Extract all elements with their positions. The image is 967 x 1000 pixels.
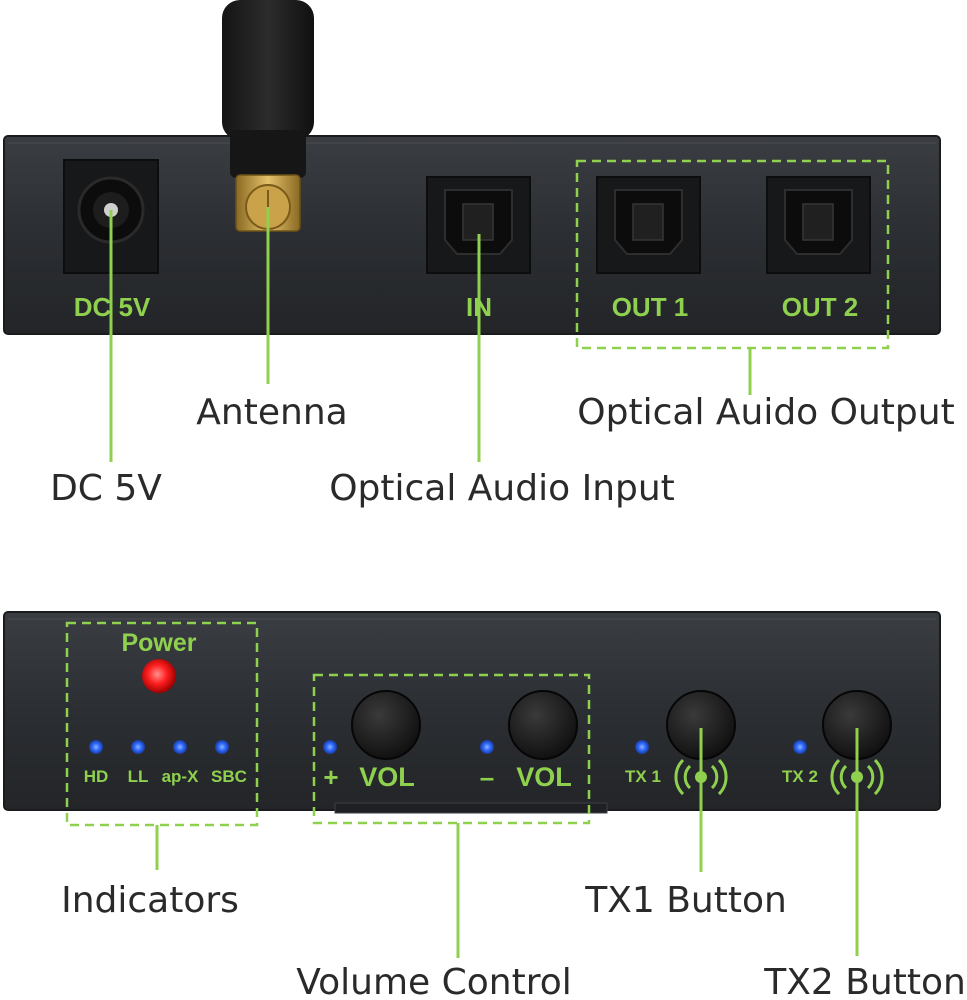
- led-vol-plus: [323, 740, 337, 754]
- callout-optical-output: Optical Auido Output: [577, 392, 954, 433]
- vol-plus-label: VOL: [359, 762, 415, 792]
- led-tx1: [635, 740, 649, 754]
- vol-minus-button[interactable]: [508, 690, 578, 760]
- out1-port-label: OUT 1: [612, 292, 689, 322]
- codec-label-ll: LL: [128, 767, 149, 786]
- front-callout-lines: [155, 728, 859, 958]
- tx1-label: TX 1: [625, 767, 661, 786]
- callout-indicators: Indicators: [61, 880, 239, 921]
- callout-tx1-button: TX1 Button: [584, 880, 787, 921]
- codec-label-apx: ap-X: [162, 767, 200, 786]
- led-sbc: [215, 740, 229, 754]
- tx2-label: TX 2: [782, 767, 818, 786]
- rear-panel: DC 5V IN OUT 1 OUT 2: [3, 0, 941, 350]
- volume-highlight-box: [312, 673, 591, 825]
- out2-port-label: OUT 2: [782, 292, 859, 322]
- tx1-wireless-icon: [674, 758, 728, 796]
- led-ll: [131, 740, 145, 754]
- vol-plus-sign: +: [323, 762, 338, 792]
- front-panel: Power HD LL ap-X SBC + VOL – VOL TX 1: [3, 611, 941, 827]
- power-led: [142, 659, 176, 693]
- vol-plus-button[interactable]: [351, 690, 421, 760]
- callout-optical-input: Optical Audio Input: [329, 468, 675, 509]
- led-vol-minus: [480, 740, 494, 754]
- callout-volume-control: Volume Control: [296, 962, 571, 1000]
- output-highlight-box: [575, 159, 890, 350]
- codec-label-hd: HD: [84, 767, 109, 786]
- optical-out1-port[interactable]: [596, 176, 701, 274]
- antenna[interactable]: [222, 0, 314, 232]
- optical-out2-port[interactable]: [766, 176, 871, 274]
- vol-minus-label: VOL: [516, 762, 572, 792]
- led-apx: [173, 740, 187, 754]
- power-label: Power: [121, 629, 196, 657]
- callout-tx2-button: TX2 Button: [763, 962, 966, 1000]
- led-tx2: [793, 740, 807, 754]
- callout-dc-5v: DC 5V: [50, 468, 162, 509]
- codec-label-sbc: SBC: [211, 767, 247, 786]
- indicators-highlight-box: [65, 621, 259, 827]
- rear-callout-lines: [109, 207, 752, 462]
- callout-antenna: Antenna: [196, 392, 347, 433]
- vol-minus-sign: –: [480, 762, 494, 792]
- led-hd: [89, 740, 103, 754]
